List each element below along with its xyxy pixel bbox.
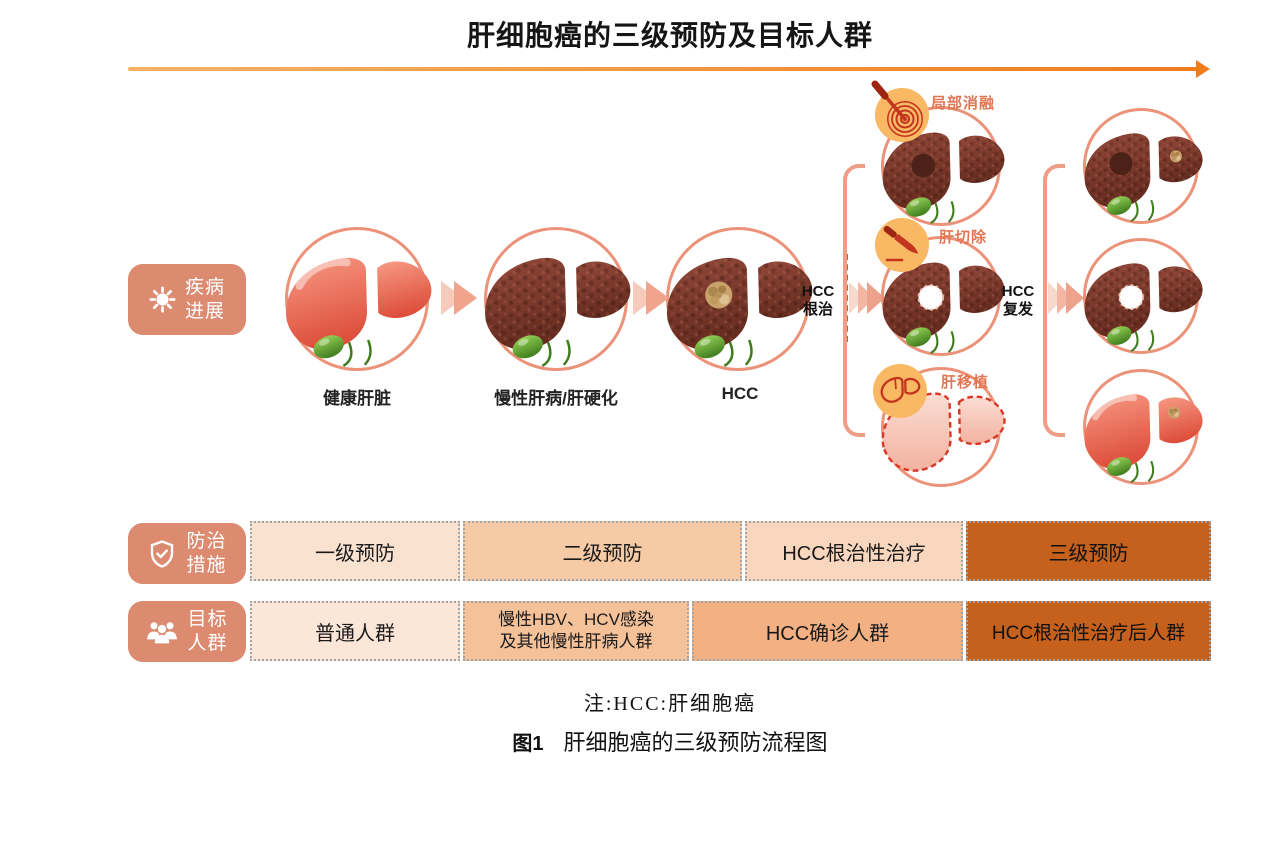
liver-illustration xyxy=(485,257,631,367)
disease-progress-label: 疾病 进展 xyxy=(184,277,225,322)
target-box-general-population: 普通人群 xyxy=(250,601,460,661)
target-box-chronic-infection: 慢性HBV、HCV感染 及其他慢性肝病人群 xyxy=(463,601,689,661)
treatment-branch-bracket xyxy=(843,164,865,437)
title-underline-arrow xyxy=(128,67,1198,71)
liver-hcc xyxy=(666,227,813,371)
figure-title: 肝细胞癌的三级预防流程图 xyxy=(563,730,828,755)
arrowhead-icon xyxy=(1196,60,1210,78)
relapse-branch-bracket xyxy=(1043,164,1065,437)
liver-illustration xyxy=(882,262,1005,354)
virus-icon xyxy=(149,286,176,313)
liver-illustration xyxy=(882,132,1005,224)
liver-outline-icon xyxy=(873,364,927,418)
stage-label-hcc: HCC xyxy=(721,384,759,403)
liver-ablation xyxy=(881,106,1005,226)
scalpel-icon xyxy=(875,218,929,272)
target-box-post-curative: HCC根治性治疗后人群 xyxy=(966,601,1211,661)
liver-cirrhosis xyxy=(484,227,631,371)
target-box-hcc-diagnosed: HCC确诊人群 xyxy=(692,601,963,661)
liver-illustration xyxy=(1084,394,1203,483)
measure-box-curative-treatment: HCC根治性治疗 xyxy=(745,521,963,581)
treatment-label-resection: 肝切除 xyxy=(938,229,987,246)
transition-relapse-label: HCC 复发 xyxy=(1001,283,1035,318)
page-title: 肝细胞癌的三级预防及目标人群 xyxy=(466,20,874,51)
measures-label: 防治 措施 xyxy=(186,531,227,576)
liver-illustration xyxy=(1084,133,1203,222)
note-text: 注:HCC:肝细胞癌 xyxy=(583,693,757,715)
liver-illustration xyxy=(667,257,813,367)
transition-cure-label: HCC 根治 xyxy=(801,283,835,318)
resection-badge xyxy=(875,218,929,272)
liver-resection xyxy=(881,236,1005,356)
figure-caption: 图1 肝细胞癌的三级预防流程图 xyxy=(512,725,827,757)
ablation-badge xyxy=(871,80,929,142)
measures-badge: 防治 措施 xyxy=(128,523,246,584)
measure-box-secondary-prevention: 二级预防 xyxy=(463,521,742,581)
stage-label-chronic: 慢性肝病/肝硬化 xyxy=(494,389,618,408)
targets-badge: 目标 人群 xyxy=(128,601,246,662)
cure-dashed-line xyxy=(846,254,848,342)
targets-label: 目标 人群 xyxy=(187,609,228,654)
liver-illustration xyxy=(1084,263,1203,352)
ablation-probe-icon xyxy=(871,80,929,142)
stage-label-healthy: 健康肝脏 xyxy=(323,389,391,408)
liver-healthy xyxy=(285,227,432,371)
liver-recurrence-after-ablation xyxy=(1083,108,1203,224)
shield-check-icon xyxy=(151,539,174,568)
measure-box-primary-prevention: 一级预防 xyxy=(250,521,460,581)
treatment-label-transplant: 肝移植 xyxy=(940,374,989,391)
figure-number: 图1 xyxy=(512,733,544,755)
liver-illustration xyxy=(286,257,432,367)
measure-box-tertiary-prevention: 三级预防 xyxy=(966,521,1211,581)
liver-recurrence-after-resection xyxy=(1083,238,1203,354)
treatment-label-ablation: 局部消融 xyxy=(930,95,995,112)
transplant-badge xyxy=(873,364,927,418)
liver-recurrence-after-transplant xyxy=(1083,369,1203,485)
people-group-icon xyxy=(147,621,178,643)
disease-progress-badge: 疾病 进展 xyxy=(128,264,246,335)
